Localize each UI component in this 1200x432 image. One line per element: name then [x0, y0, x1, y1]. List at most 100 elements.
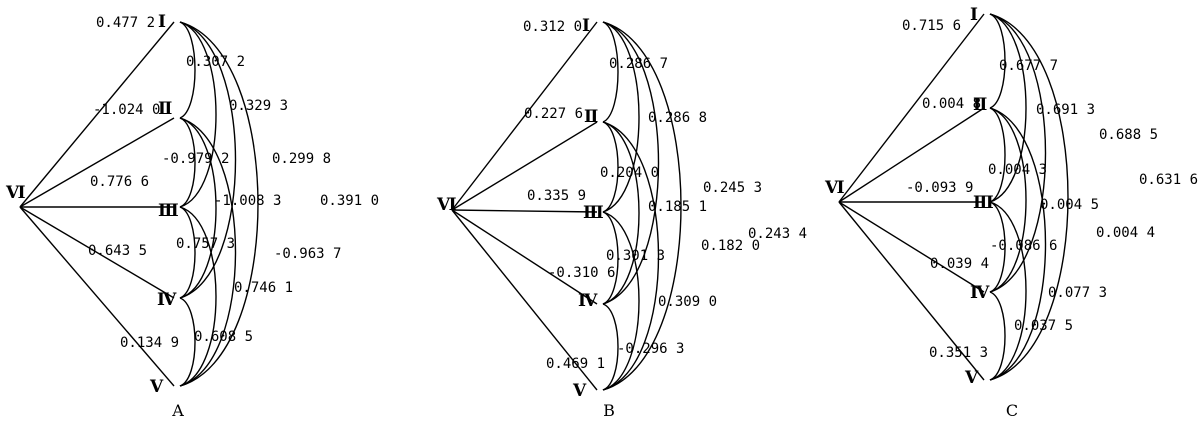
arc-weight-i-ii: 0.286 7	[609, 56, 668, 72]
arc-weight-i-v: 0.631 6	[1139, 172, 1198, 188]
arc-i-ii	[602, 21, 619, 123]
arc-weight-i-iii: 0.329 3	[229, 98, 288, 114]
spoke-weight-i: 0.312 0	[523, 19, 582, 35]
spoke-vi-ii	[451, 121, 598, 211]
arc-ii-iv	[602, 121, 640, 305]
arc-weight-ii-iv: 0.185 1	[648, 199, 707, 215]
spoke-vi-i	[451, 21, 598, 211]
spoke-vi-ii	[838, 107, 985, 203]
arc-ii-iv	[179, 117, 217, 299]
arc-iv-v	[989, 291, 1006, 381]
spoke-weight-v: 0.134 9	[120, 335, 179, 351]
arc-weight-i-iv: 0.299 8	[272, 151, 331, 167]
spoke-vi-iv	[19, 206, 175, 299]
arc-ii-v	[989, 107, 1047, 381]
arc-weight-iv-v: 0.608 5	[194, 329, 253, 345]
spoke-weight-iv: -0.310 6	[548, 265, 615, 281]
arc-iii-iv	[989, 201, 1006, 293]
spoke-weight-ii: 0.004 8	[922, 96, 981, 112]
diagram-caption: C	[1006, 401, 1018, 420]
spoke-vi-i	[838, 13, 985, 203]
arc-weight-i-iii: 0.286 8	[648, 110, 707, 126]
node-label-iii: Ⅲ	[583, 203, 604, 223]
node-label-vi: Ⅵ	[436, 195, 457, 215]
arc-iii-iv	[602, 211, 619, 305]
arc-weight-ii-iv: -1.008 3	[214, 193, 281, 209]
arc-i-ii	[989, 13, 1006, 109]
node-label-iv: Ⅳ	[578, 291, 598, 311]
arc-iii-iv	[179, 206, 196, 299]
arc-i-v	[602, 21, 682, 391]
arc-ii-v	[179, 117, 237, 387]
arc-iii-v	[602, 211, 640, 391]
node-label-iii: Ⅲ	[158, 201, 179, 221]
arc-ii-iv	[989, 107, 1027, 293]
node-label-ii: Ⅱ	[584, 107, 598, 127]
spoke-vi-v	[451, 209, 598, 391]
arc-ii-iii	[602, 121, 619, 213]
arc-i-iii	[989, 13, 1027, 203]
arc-iv-v	[602, 303, 619, 391]
node-label-ii: Ⅱ	[158, 99, 172, 119]
arc-weight-i-iv: 0.688 5	[1099, 127, 1158, 143]
spoke-vi-iv	[451, 209, 598, 305]
arc-weight-i-iii: 0.691 3	[1036, 102, 1095, 118]
diagram-caption: A	[171, 401, 184, 420]
spoke-weight-iii: 0.776 6	[90, 174, 149, 190]
arc-iv-v	[179, 297, 196, 387]
arc-i-iv	[989, 13, 1047, 293]
node-label-iv: Ⅳ	[157, 290, 177, 310]
arc-ii-iii	[989, 107, 1006, 203]
arc-weight-i-v: 0.391 0	[320, 193, 379, 209]
spoke-vi-ii	[19, 117, 175, 208]
spoke-weight-i: 0.477 2	[96, 15, 155, 31]
node-label-v: Ⅴ	[149, 377, 164, 397]
arc-weight-iii-iv: -0.086 6	[990, 238, 1057, 254]
spoke-vi-v	[838, 201, 985, 381]
node-label-v: Ⅴ	[964, 368, 979, 388]
spoke-weight-ii: -1.024 0	[93, 102, 160, 118]
diagram-a: Ⅰ Ⅱ Ⅲ Ⅳ Ⅴ Ⅵ 0.477 2 -1.024 0 0.776 6 0.643 5 0.134…	[5, 12, 379, 420]
spoke-weight-iv: 0.643 5	[88, 243, 147, 259]
node-label-iii: Ⅲ	[973, 193, 994, 213]
arc-weight-iii-v: 0.309 0	[658, 294, 717, 310]
spoke-weight-iii: -0.093 9	[906, 180, 973, 196]
arc-ii-v	[602, 121, 660, 391]
arc-weight-i-ii: 0.307 2	[186, 54, 245, 70]
spoke-vi-iv	[838, 201, 985, 293]
spoke-weight-v: 0.469 1	[546, 356, 605, 372]
arc-iii-v	[179, 206, 217, 387]
diagram-caption: B	[603, 401, 615, 420]
arc-weight-i-ii: 0.677 7	[999, 58, 1058, 74]
spoke-weight-i: 0.715 6	[902, 18, 961, 34]
arc-weight-iii-iv: 0.301 3	[606, 248, 665, 264]
arc-weight-iii-v: 0.746 1	[234, 280, 293, 296]
arc-weight-iii-iv: 0.757 3	[176, 236, 235, 252]
node-label-iv: Ⅳ	[970, 283, 990, 303]
arc-i-ii	[179, 21, 196, 119]
node-label-i: Ⅰ	[158, 12, 166, 32]
arc-i-v	[989, 13, 1069, 381]
node-label-i: Ⅰ	[970, 5, 978, 25]
node-label-vi: Ⅵ	[5, 183, 26, 203]
node-label-i: Ⅰ	[582, 16, 590, 36]
arc-weight-i-iv: 0.245 3	[703, 180, 762, 196]
arc-weight-iii-v: 0.077 3	[1048, 285, 1107, 301]
arc-weight-ii-iii: 0.004 3	[988, 162, 1047, 178]
arc-weight-iv-v: 0.037 5	[1014, 318, 1073, 334]
arc-weight-ii-iii: -0.979 2	[162, 151, 229, 167]
arc-i-iii	[179, 21, 217, 208]
arc-weight-ii-iv: 0.004 5	[1040, 197, 1099, 213]
spoke-vi-i	[19, 21, 175, 208]
arc-iii-v	[989, 201, 1027, 381]
arc-i-iii	[602, 21, 640, 213]
arc-weight-ii-v: 0.004 4	[1096, 225, 1155, 241]
spoke-weight-iii: 0.335 9	[527, 188, 586, 204]
arc-i-iv	[179, 21, 237, 299]
spoke-weight-v: 0.351 3	[929, 345, 988, 361]
arc-weight-ii-iii: 0.204 0	[600, 165, 659, 181]
node-label-vi: Ⅵ	[824, 178, 845, 198]
